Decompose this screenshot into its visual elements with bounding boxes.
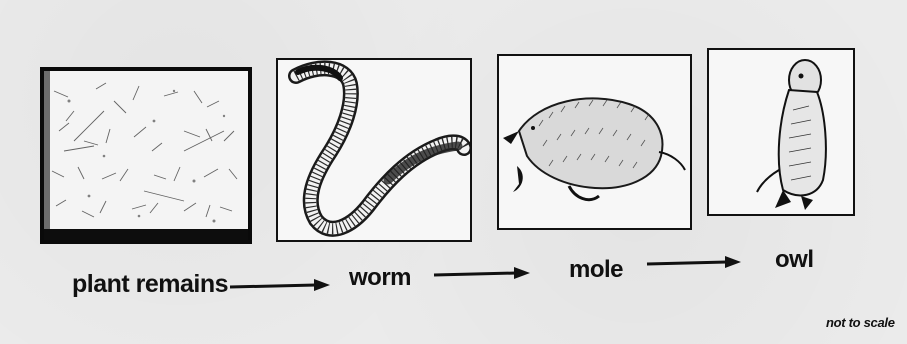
arrow-worm-to-mole [432,264,532,284]
worm-image [278,60,470,240]
plant-remains-image [44,71,248,240]
owl-label: owl [775,246,814,274]
plant-remains-panel [40,67,252,244]
mole-image [499,56,690,228]
worm-label: worm [349,264,411,292]
mole-label: mole [569,256,623,284]
mole-panel [497,54,692,230]
owl-panel [707,48,855,216]
plant-remains-label: plant remains [72,270,228,299]
arrow-mole-to-owl [645,253,743,273]
worm-panel [276,58,472,242]
owl-image [709,50,853,214]
arrow-plant-to-worm [228,276,332,296]
scale-note: not to scale [826,315,895,330]
